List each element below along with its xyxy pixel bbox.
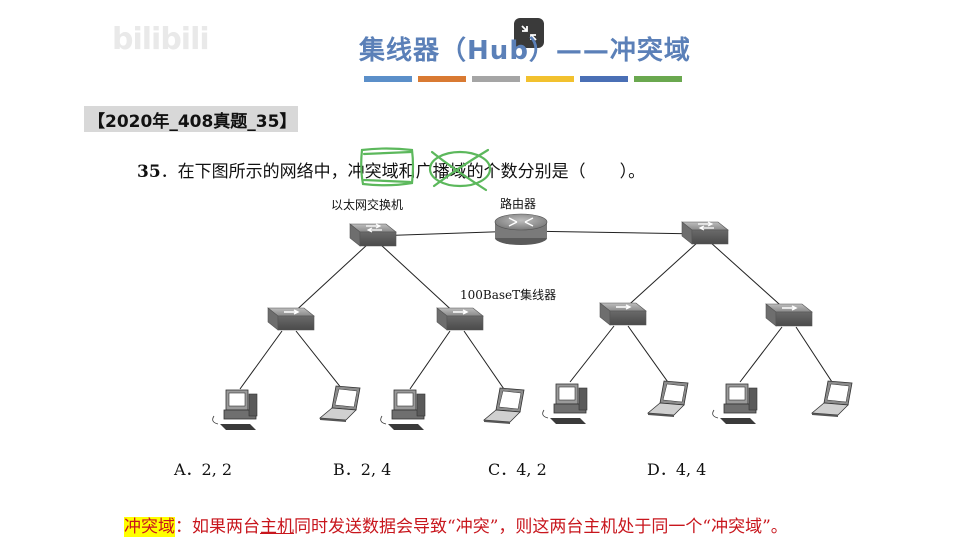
desktop-pc-icon-3	[542, 383, 588, 425]
ethernet-switch-icon-left	[349, 223, 397, 247]
option-c: C．4, 2	[488, 460, 547, 479]
link-hub1-pc1	[239, 330, 283, 390]
desktop-pc-icon-4	[712, 383, 758, 425]
definition-text: 冲突域：如果两台主机同时发送数据会导致“冲突”，则这两台主机处于同一个“冲突域”…	[124, 512, 788, 537]
link-hub1-laptop1	[295, 330, 343, 390]
question-text-after: 的个数分别是（ ）。	[466, 162, 646, 182]
link-hub4-laptop4	[795, 326, 835, 386]
cross-mark	[430, 148, 490, 192]
slide-title: 集线器（Hub）——冲突域	[359, 36, 691, 66]
hub-icon-2	[436, 307, 484, 331]
option-b: B．2, 4	[333, 460, 392, 479]
hub-icon-3	[599, 302, 647, 326]
definition-underlined: 主机	[260, 517, 294, 537]
highlight-lines	[362, 150, 413, 184]
question-number: 35	[137, 162, 161, 182]
exit-fullscreen-button[interactable]	[514, 18, 544, 48]
accent-bar-4	[526, 76, 574, 82]
switch-label: 以太网交换机	[331, 198, 404, 212]
laptop-icon-3	[647, 380, 689, 418]
accent-bar-3	[472, 76, 520, 82]
desktop-pc-icon-2	[380, 389, 426, 431]
definition-text-2: 同时发送数据会导致“冲突”，则这两台主机处于同一个“冲突域”。	[294, 517, 788, 537]
green-annotations	[360, 147, 492, 192]
laptop-icon-2	[483, 387, 525, 425]
circle-broadcast-domain	[428, 150, 492, 188]
link-hub2-laptop2	[463, 330, 507, 393]
accent-bar-5	[580, 76, 628, 82]
hub-label: 100BaseT集线器	[460, 288, 557, 302]
exit-fullscreen-icon	[521, 25, 537, 41]
question-text-before: ．在下图所示的网络中，	[160, 162, 348, 182]
link-router-switch2	[520, 230, 703, 235]
highlight-box-collision-domain	[360, 147, 415, 187]
link-switch2-hub4	[709, 241, 789, 313]
term-broadcast-domain: 广播域	[415, 162, 467, 182]
link-hub3-pc3	[569, 325, 615, 383]
accent-bar-2	[418, 76, 466, 82]
bilibili-watermark: bilibili	[112, 22, 210, 57]
link-switch1-hub1	[289, 243, 369, 317]
laptop-icon-1	[319, 385, 361, 423]
question-text: 35．在下图所示的网络中，冲突域和广播域的个数分别是（ ）。	[137, 157, 645, 182]
accent-bar-6	[634, 76, 682, 82]
hub-icon-1	[267, 307, 315, 331]
definition-colon: ：	[175, 517, 192, 537]
router-label: 路由器	[500, 197, 537, 211]
link-switch2-hub3	[621, 241, 699, 312]
ethernet-switch-icon-right	[681, 221, 729, 245]
option-a: A．2, 2	[174, 460, 233, 479]
option-d: D．4, 4	[647, 460, 707, 479]
hub-icon-4	[765, 303, 813, 327]
link-switch1-hub2	[379, 243, 459, 317]
definition-text-1: 如果两台	[192, 517, 260, 537]
link-hub3-laptop3	[627, 325, 671, 386]
link-hub4-pc4	[739, 326, 783, 383]
desktop-pc-icon-1	[212, 389, 258, 431]
accent-bar-1	[364, 76, 412, 82]
definition-term: 冲突域	[124, 517, 175, 537]
links	[239, 230, 835, 393]
link-hub2-pc2	[409, 330, 451, 390]
router-icon	[494, 213, 548, 245]
exam-tag: 【2020年_408真题_35】	[84, 106, 298, 132]
laptop-icon-4	[811, 380, 853, 418]
question-connector: 和	[398, 162, 416, 182]
